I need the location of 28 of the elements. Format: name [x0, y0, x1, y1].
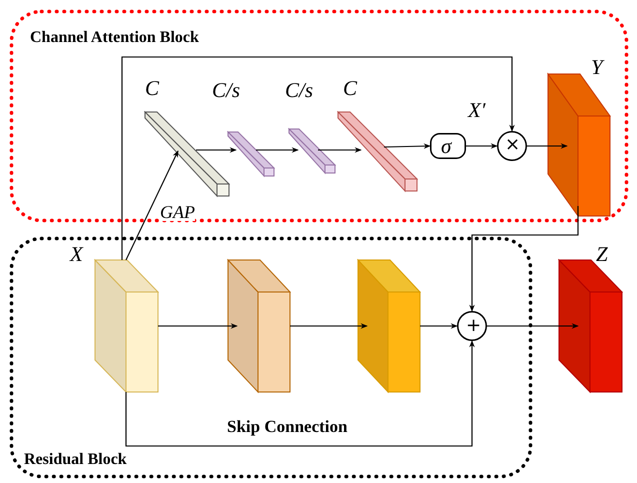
arrow: [487, 323, 579, 329]
arrow: [256, 147, 299, 153]
edge-label: GAP: [160, 203, 195, 221]
arrow: [466, 143, 498, 149]
operator-symbol: ×: [505, 136, 520, 154]
math-label: C/s: [285, 80, 314, 101]
math-label: X: [70, 244, 83, 265]
arrow: [318, 147, 362, 153]
arrow: [121, 56, 515, 260]
edge-label: Skip Connection: [227, 418, 348, 435]
arrow: [126, 150, 178, 260]
arrow: [469, 206, 579, 312]
math-label: C: [343, 78, 358, 99]
block-title: Channel Attention Block: [30, 30, 199, 46]
math-label: X′: [468, 100, 486, 121]
arrow: [158, 323, 238, 329]
math-label: Z: [596, 244, 608, 265]
math-label: σ: [441, 136, 452, 157]
block-title: Residual Block: [24, 452, 127, 468]
arrow: [527, 143, 568, 149]
arrow: [420, 323, 458, 329]
math-label: C: [145, 78, 160, 99]
operator-symbol: +: [466, 317, 482, 335]
arrow: [125, 340, 475, 447]
math-label: Y: [591, 57, 603, 78]
arrow: [290, 323, 368, 329]
math-label: C/s: [212, 80, 240, 101]
arrow: [196, 147, 237, 153]
